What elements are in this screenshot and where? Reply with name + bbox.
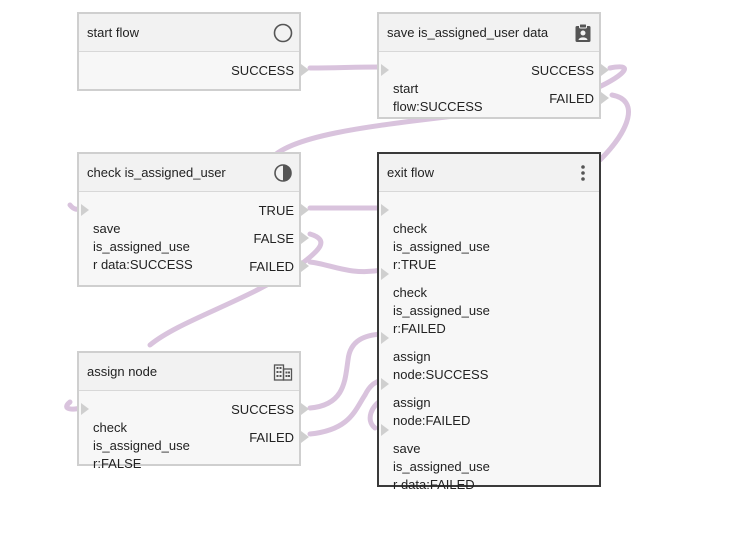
node-exit-flow[interactable]: exit flow check is_assigned_use r:TRUE c… — [377, 152, 601, 492]
output-port-failed[interactable]: FAILED — [249, 430, 294, 445]
output-port-arrow[interactable] — [601, 64, 609, 76]
input-port-check-false[interactable]: check is_assigned_use r:FALSE — [93, 420, 190, 471]
node-title: save is_assigned_user data — [387, 25, 549, 40]
node-start-flow[interactable]: start flow SUCCESS — [77, 12, 309, 91]
output-port-success[interactable]: SUCCESS — [231, 63, 294, 78]
node-header[interactable]: save is_assigned_user data — [379, 14, 599, 52]
wire-start-to-save — [307, 64, 385, 71]
input-port-arrow[interactable] — [381, 424, 389, 436]
input-port-arrow[interactable] — [381, 204, 389, 216]
wire-assign-success-to-exit — [307, 331, 385, 411]
input-port-assign-success[interactable]: assign node:SUCCESS — [393, 349, 489, 382]
output-port-false[interactable]: FALSE — [253, 231, 294, 246]
input-port-arrow[interactable] — [81, 204, 89, 216]
node-check-user[interactable]: check is_assigned_user save is_assigned_… — [77, 152, 309, 287]
node-header[interactable]: exit flow — [379, 154, 599, 192]
output-port-success[interactable]: SUCCESS — [531, 63, 594, 78]
node-title: start flow — [87, 25, 140, 40]
output-port-arrow[interactable] — [601, 92, 609, 104]
output-port-failed[interactable]: FAILED — [249, 259, 294, 274]
input-port-check-failed[interactable]: check is_assigned_use r:FAILED — [393, 285, 490, 336]
more-vert-icon[interactable] — [573, 163, 593, 183]
input-port-arrow[interactable] — [381, 332, 389, 344]
input-port-assign-failed[interactable]: assign node:FAILED — [393, 395, 471, 428]
node-title: check is_assigned_user — [87, 165, 226, 180]
input-port-arrow[interactable] — [81, 403, 89, 415]
wire-failed-to-exit — [307, 259, 385, 275]
wire-assign-failed-to-exit — [307, 377, 385, 437]
output-port-arrow[interactable] — [301, 232, 309, 244]
output-port-success[interactable]: SUCCESS — [231, 402, 294, 417]
output-port-arrow[interactable] — [301, 204, 309, 216]
output-port-arrow[interactable] — [301, 431, 309, 443]
node-header[interactable]: start flow — [79, 14, 299, 52]
output-port-arrow[interactable] — [301, 260, 309, 272]
input-port-save-data-success[interactable]: save is_assigned_use r data:SUCCESS — [93, 221, 193, 272]
input-port-arrow[interactable] — [381, 64, 389, 76]
building-icon — [273, 364, 293, 381]
input-port-start-flow-success[interactable]: start flow:SUCCESS — [393, 81, 483, 114]
node-title: assign node — [87, 364, 158, 379]
node-assign-node[interactable]: assign node check is_assigned_use r:FALS… — [77, 351, 309, 471]
output-port-arrow[interactable] — [301, 403, 309, 415]
input-port-arrow[interactable] — [381, 378, 389, 390]
output-port-arrow[interactable] — [301, 64, 309, 76]
half-circle-icon — [274, 164, 292, 182]
wire-save-failed-to-exit — [597, 92, 631, 163]
node-header[interactable]: check is_assigned_user — [79, 154, 299, 192]
input-port-save-failed[interactable]: save is_assigned_use r data:FAILED — [393, 441, 490, 492]
node-title: exit flow — [387, 165, 434, 180]
clipboard-account-icon — [575, 23, 591, 42]
circle-outline-icon — [273, 23, 293, 43]
output-port-failed[interactable]: FAILED — [549, 91, 594, 106]
node-header[interactable]: assign node — [79, 353, 299, 391]
output-port-true[interactable]: TRUE — [258, 203, 294, 218]
node-save-data[interactable]: save is_assigned_user data start flow:SU… — [377, 12, 609, 119]
input-port-arrow[interactable] — [381, 268, 389, 280]
input-port-check-true[interactable]: check is_assigned_use r:TRUE — [393, 221, 490, 272]
